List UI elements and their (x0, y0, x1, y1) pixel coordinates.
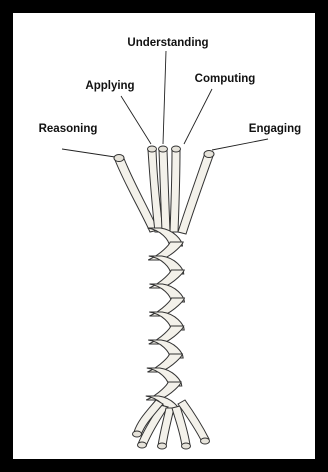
tip-reasoning (114, 155, 124, 162)
tip-understanding (159, 146, 168, 152)
label-understanding: Understanding (127, 37, 208, 49)
strand-computing (170, 150, 180, 232)
label-computing: Computing (195, 73, 256, 85)
tip-bottom-3 (182, 443, 191, 449)
leader-understanding (163, 51, 166, 144)
label-applying: Applying (85, 80, 134, 92)
strand-engaging (178, 153, 213, 234)
tip-bottom-4 (201, 438, 210, 444)
tip-computing (172, 146, 181, 152)
label-engaging: Engaging (249, 123, 301, 135)
tip-bottom-2 (158, 443, 167, 449)
rope-braid (146, 228, 185, 414)
leader-computing (184, 89, 212, 144)
tip-bottom-5 (133, 431, 142, 437)
rope-strands-top (114, 146, 214, 234)
tip-bottom-1 (138, 442, 147, 448)
tip-applying (148, 146, 157, 152)
tip-engaging (204, 151, 214, 158)
leader-engaging (212, 139, 268, 150)
leader-lines (62, 51, 268, 157)
label-reasoning: Reasoning (39, 123, 98, 135)
leader-applying (121, 96, 151, 144)
leader-reasoning (62, 149, 115, 157)
